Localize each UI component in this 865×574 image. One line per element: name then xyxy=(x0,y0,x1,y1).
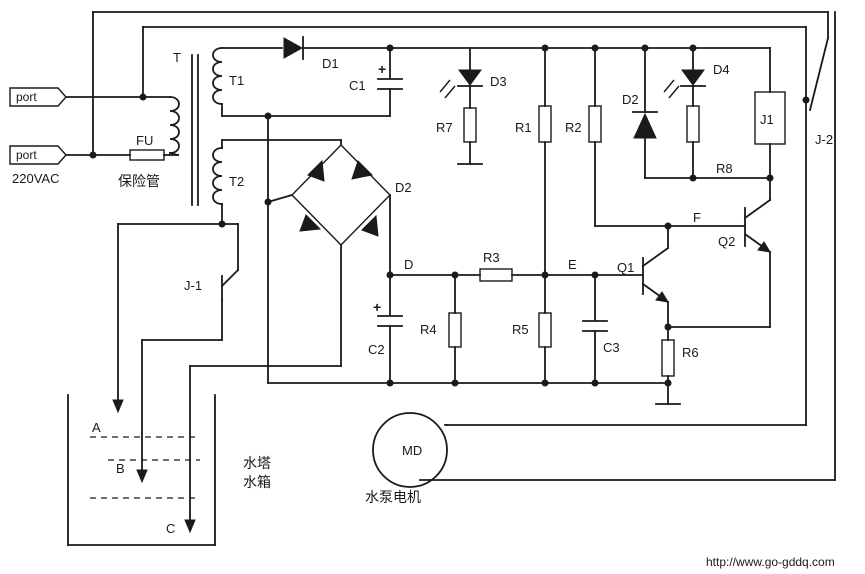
water-tank: A B C 水塔 水箱 xyxy=(67,394,271,546)
c1-label: C1 xyxy=(349,78,366,93)
r1-label: R1 xyxy=(515,120,532,135)
svg-text:+: + xyxy=(378,61,386,77)
diode-d2: D2 xyxy=(622,47,771,179)
capacitor-c2: + C2 xyxy=(368,274,403,384)
motor-caption: 水泵电机 xyxy=(365,490,421,506)
resistor-r6: R6 xyxy=(655,339,699,405)
r4-label: R4 xyxy=(420,322,437,337)
motor-symbol: MD xyxy=(402,443,422,458)
port-top-label: port xyxy=(16,90,37,104)
diode-d1: D1 xyxy=(283,36,391,71)
transistor-q1: Q1 xyxy=(617,225,672,341)
led-d4: D4 xyxy=(663,47,730,107)
r6-label: R6 xyxy=(682,345,699,360)
port-bottom: port xyxy=(9,145,67,165)
pump-motor: MD 水泵电机 xyxy=(142,11,836,506)
relay-contact-j2: J-2 xyxy=(444,26,833,426)
supply-label: 220VAC xyxy=(12,171,59,186)
footer-url: http://www.go-gddq.com xyxy=(706,555,835,569)
resistor-r4: R4 xyxy=(420,274,462,384)
t1-wiring xyxy=(221,47,283,384)
resistor-r5: R5 xyxy=(512,312,552,384)
fuse-label: FU xyxy=(136,133,153,148)
c3-label: C3 xyxy=(603,340,620,355)
port-bottom-label: port xyxy=(16,148,37,162)
c2-label: C2 xyxy=(368,342,385,357)
fuse: FU 保险管 xyxy=(118,133,165,190)
node-e-label: E xyxy=(568,257,577,272)
transistor-q2: F Q2 xyxy=(667,198,772,328)
d3-label: D3 xyxy=(490,74,507,89)
ground-rail xyxy=(267,379,672,387)
j2-label: J-2 xyxy=(815,132,833,147)
t2-label: T2 xyxy=(229,174,244,189)
resistor-r2: R2 xyxy=(565,47,746,230)
capacitor-c3: C3 xyxy=(582,274,620,384)
node-f-label: F xyxy=(693,210,701,225)
node-d-label: D xyxy=(404,257,413,272)
level-c-label: C xyxy=(166,521,175,536)
tank-label-1: 水塔 xyxy=(243,456,271,472)
q1-label: Q1 xyxy=(617,260,634,275)
transformer-label: T xyxy=(173,50,181,65)
j1-label: J1 xyxy=(760,112,774,127)
input-wiring xyxy=(65,11,829,159)
r5-label: R5 xyxy=(512,322,529,337)
t2-wiring xyxy=(112,139,391,534)
resistor-r7: R7 xyxy=(436,107,483,165)
t1-label: T1 xyxy=(229,73,244,88)
d2-label: D2 xyxy=(622,92,639,107)
sensing-network: D R3 E xyxy=(386,250,644,282)
level-a-label: A xyxy=(92,420,101,435)
d1-label: D1 xyxy=(322,56,339,71)
capacitor-c1: + C1 xyxy=(267,44,403,117)
resistor-r8: R8 xyxy=(686,105,733,182)
r7-label: R7 xyxy=(436,120,453,135)
tank-label-2: 水箱 xyxy=(243,475,271,491)
j1-contact-label: J-1 xyxy=(184,278,202,293)
port-top: port xyxy=(9,87,67,107)
d4-label: D4 xyxy=(713,62,730,77)
svg-text:+: + xyxy=(373,299,381,315)
r2-label: R2 xyxy=(565,120,582,135)
fuse-caption: 保险管 xyxy=(118,174,160,190)
bridge-rectifier: D2 xyxy=(291,143,412,247)
resistor-r1: R1 xyxy=(515,47,552,314)
relay-j1: J1 xyxy=(754,91,786,201)
q2-label: Q2 xyxy=(718,234,735,249)
bridge-label: D2 xyxy=(395,180,412,195)
r8-label: R8 xyxy=(716,161,733,176)
r3-label: R3 xyxy=(483,250,500,265)
led-d3: D3 xyxy=(439,47,507,109)
level-b-label: B xyxy=(116,461,125,476)
relay-contact-j1: J-1 xyxy=(136,268,240,484)
transformer: T T1 T2 xyxy=(168,47,244,206)
